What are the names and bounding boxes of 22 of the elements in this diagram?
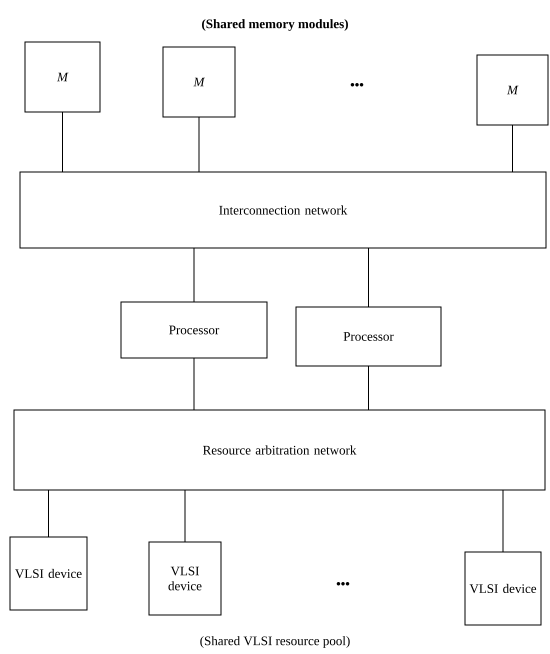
memory-box: M (24, 42, 100, 112)
device-box: VLSI device (148, 542, 222, 616)
connector-line (368, 366, 369, 410)
memory-box: M (162, 46, 236, 118)
memory-box: M (476, 54, 548, 126)
network-box: Interconnection network (20, 172, 546, 248)
processor-box: Processor (120, 302, 268, 358)
ellipsis: ••• (336, 582, 350, 586)
connector-line (184, 490, 186, 542)
connector-line (502, 490, 504, 552)
device-box: VLSI device (464, 552, 542, 626)
device-box: VLSI device (10, 536, 88, 610)
connector-line (198, 117, 200, 172)
heading: (Shared memory modules) (202, 19, 348, 31)
connector-line (512, 125, 513, 172)
connector-line (368, 248, 369, 307)
connector-line (62, 112, 63, 172)
processor-box: Processor (296, 306, 442, 366)
caption: (Shared VLSI resource pool) (200, 636, 350, 648)
network-box: Resource arbitration network (14, 410, 546, 490)
ellipsis: ••• (350, 82, 364, 86)
connector-line (48, 490, 49, 537)
